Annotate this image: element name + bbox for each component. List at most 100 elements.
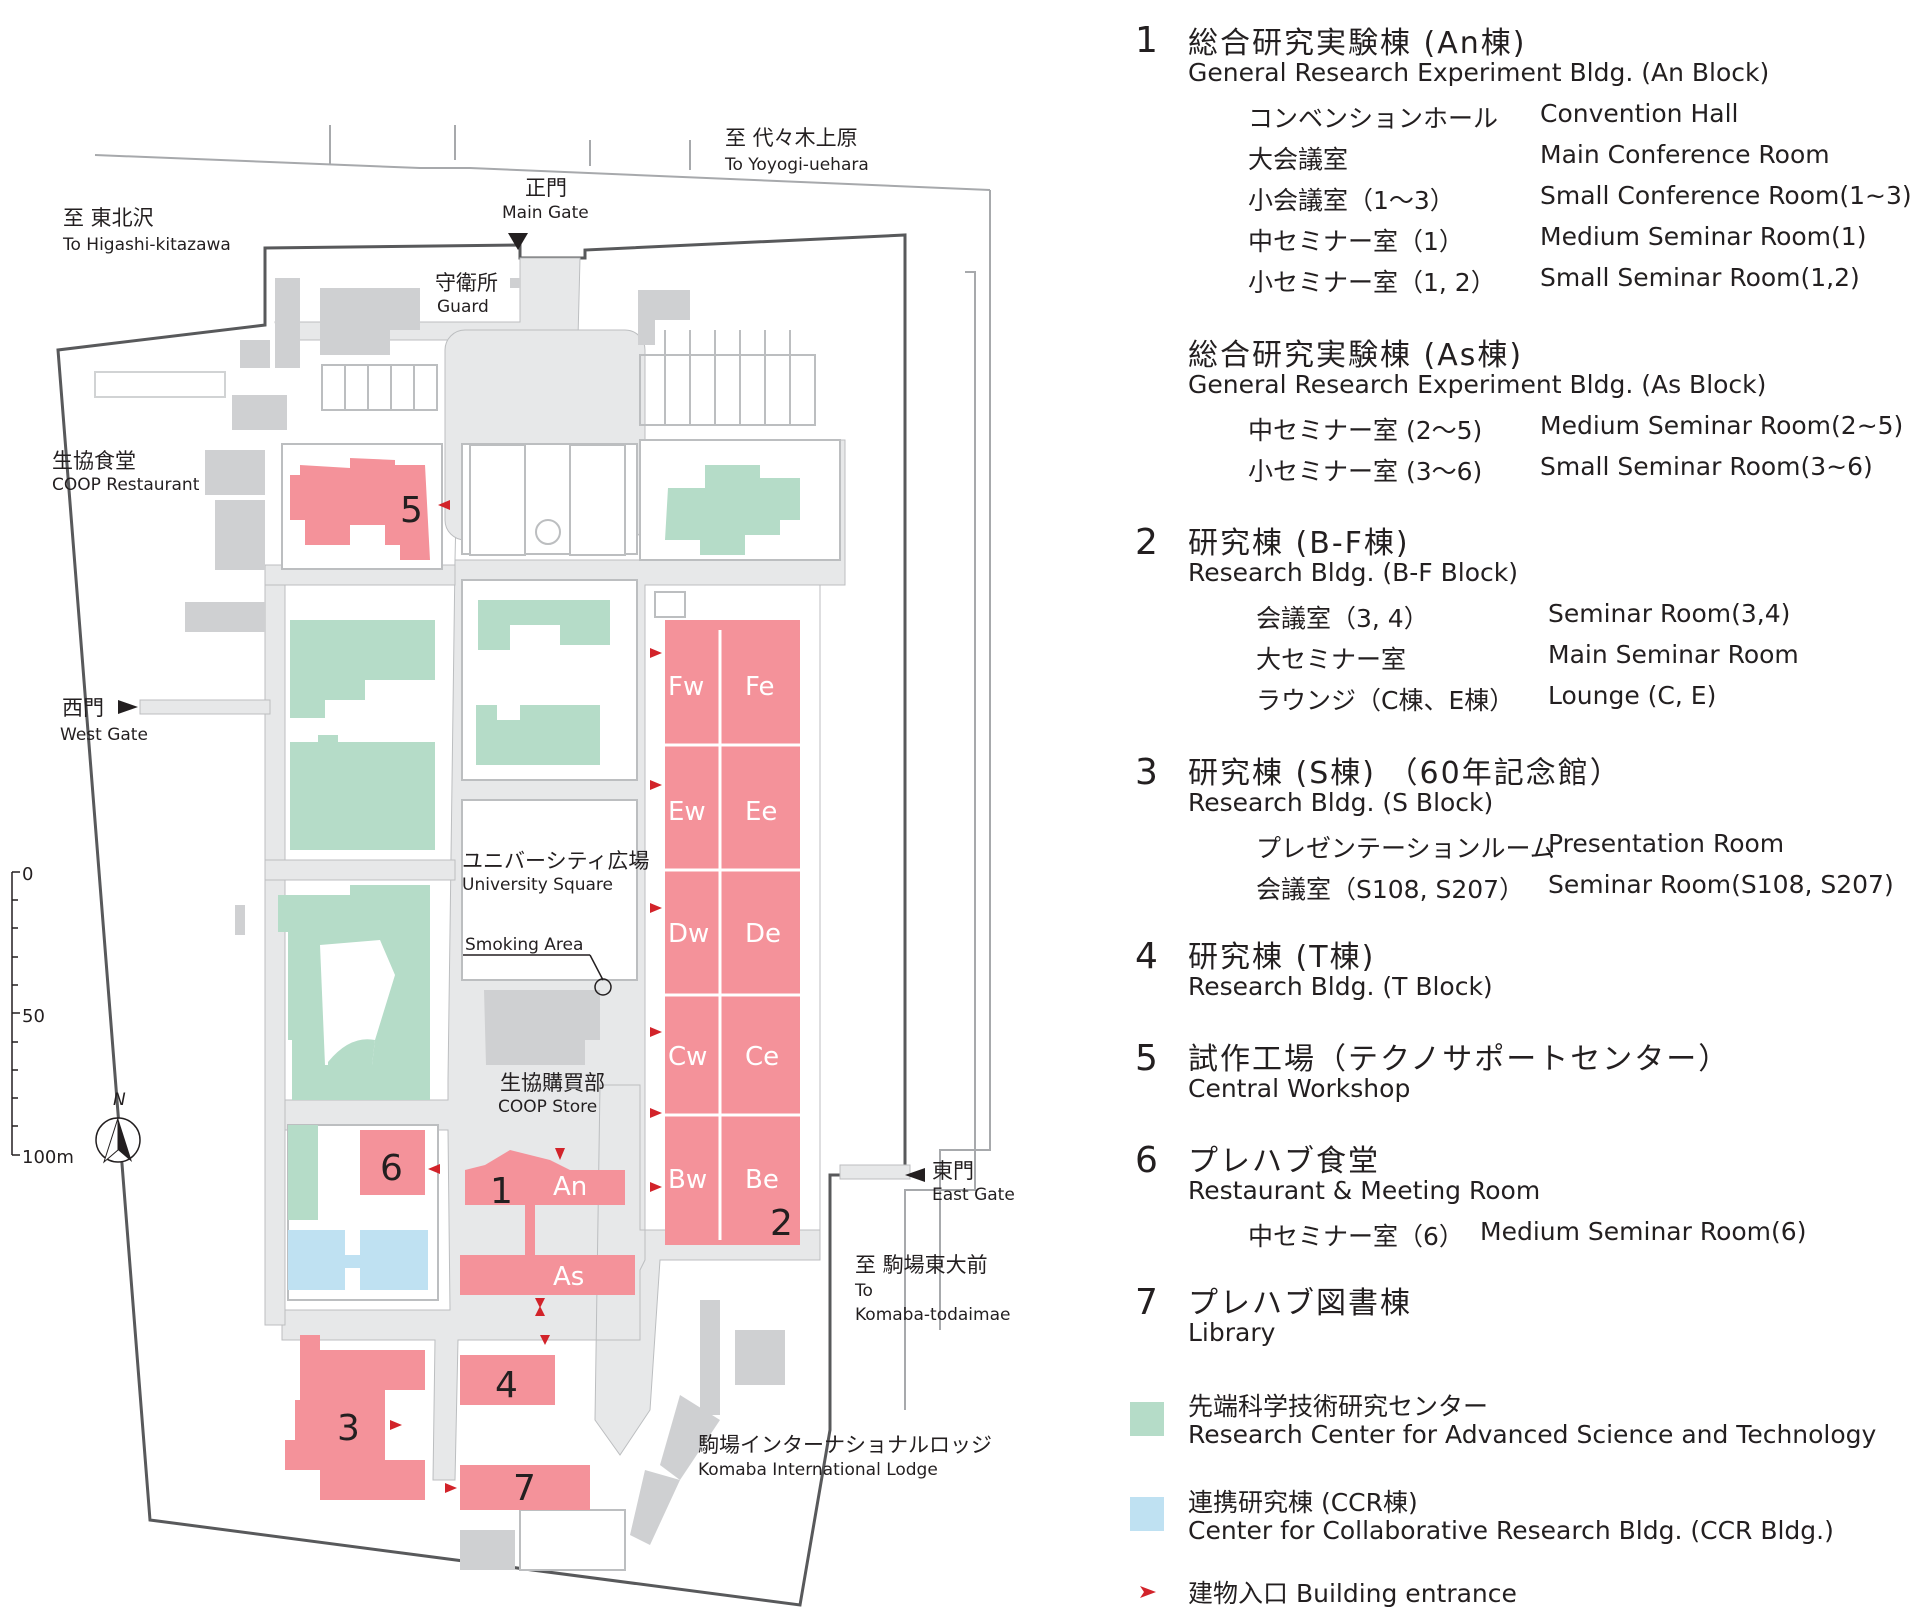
outer-streets (94, 125, 991, 1410)
place-labels: 至 代々木上原 To Yoyogi-uehara 至 東北沢 To Higash… (52, 126, 1015, 1480)
legend-room-j: コンベンションホール (1248, 104, 1499, 133)
to-yoyogi-e: To Yoyogi-uehara (724, 155, 869, 175)
legend-title-j-4: 研究棟 (T棟) (1188, 940, 1376, 975)
lodge-e: Komaba International Lodge (698, 1460, 938, 1480)
legend: 1 総合研究実験棟 (An棟) General Research Experim… (1120, 0, 1920, 1612)
ccr-building (288, 1230, 428, 1290)
legend-room-j: 中セミナー室（6） (1248, 1222, 1464, 1251)
label-ce: Ce (745, 1042, 779, 1072)
legend-title-j-2: 研究棟 (B-F棟) (1188, 526, 1410, 561)
label-cw: Cw (668, 1042, 707, 1072)
ccr-label-j: 連携研究棟 (CCR棟) (1188, 1488, 1418, 1517)
legend-room-j: 大セミナー室 (1256, 645, 1407, 674)
label-be: Be (745, 1165, 779, 1195)
coop-rest-j: 生協食堂 (52, 449, 136, 473)
legend-title-e-3: Research Bldg. (S Block) (1188, 788, 1494, 817)
west-gate-e: West Gate (60, 725, 148, 745)
legend-num-6: 6 (1135, 1140, 1158, 1181)
east-gate-j: 東門 (932, 1159, 974, 1183)
legend-title-e-as: General Research Experiment Bldg. (As Bl… (1188, 370, 1767, 399)
coop-store-j: 生協購買部 (500, 1071, 605, 1095)
guard-e: Guard (437, 297, 489, 317)
label-b6: 6 (380, 1148, 403, 1189)
legend-title-j-7: プレハブ図書棟 (1188, 1286, 1412, 1321)
coop-rest-e: COOP Restaurant (52, 475, 200, 495)
legend-title-e-2: Research Bldg. (B-F Block) (1188, 558, 1518, 587)
legend-title-j-3: 研究棟 (S棟) （60年記念館） (1188, 756, 1622, 791)
to-higashi-e: To Higashi-kitazawa (62, 235, 231, 255)
entrance-label: 建物入口 Building entrance (1188, 1579, 1517, 1608)
legend-title-e-7: Library (1188, 1318, 1276, 1347)
legend-title-j-5: 試作工場（テクノサポートセンター） (1188, 1042, 1731, 1077)
legend-room-e: Small Seminar Room(1,2) (1540, 263, 1860, 292)
legend-room-e: Main Seminar Room (1548, 640, 1799, 669)
legend-num-3: 3 (1135, 752, 1158, 793)
scale-0: 0 (22, 864, 33, 885)
legend-room-e: Small Conference Room(1~3) (1540, 181, 1912, 210)
east-gate-e: East Gate (932, 1185, 1015, 1205)
legend-num-1: 1 (1135, 20, 1158, 61)
main-gate-e: Main Gate (502, 203, 589, 223)
other-buildings (185, 278, 785, 1570)
scale-bar (11, 871, 20, 1156)
parking-lots (94, 330, 816, 426)
legend-room-j: プレゼンテーションルーム (1256, 834, 1555, 863)
label-b5: 5 (400, 490, 423, 531)
legend-room-j: 中セミナー室 (2〜5) (1248, 416, 1483, 445)
to-komaba-j: 至 駒場東大前 (855, 1253, 988, 1277)
legend-room-j: 会議室（S108, S207） (1256, 875, 1525, 904)
label-dw: Dw (668, 919, 709, 949)
north-label: N (113, 1090, 126, 1110)
building-labels: 1 2 3 4 5 6 7 (337, 490, 793, 1509)
legend-num-4: 4 (1135, 936, 1158, 977)
smoking-area: Smoking Area (465, 935, 583, 955)
label-as: As (553, 1262, 584, 1292)
ccr-swatch (1130, 1497, 1164, 1531)
legend-room-e: Seminar Room(3,4) (1548, 599, 1791, 628)
label-fw: Fw (668, 672, 704, 702)
ccr-label-e: Center for Collaborative Research Bldg. … (1188, 1516, 1834, 1545)
rcast-label-e: Research Center for Advanced Science and… (1188, 1420, 1877, 1449)
legend-room-e: Medium Seminar Room(6) (1480, 1217, 1807, 1246)
gate-markers (118, 233, 925, 1182)
to-komaba-e2: Komaba-todaimae (855, 1305, 1010, 1325)
univ-sq-e: University Square (462, 875, 613, 895)
north-arrow-icon (95, 1117, 141, 1164)
legend-room-e: Medium Seminar Room(2~5) (1540, 411, 1904, 440)
univ-sq-j: ユニバーシティ広場 (462, 849, 649, 873)
entrance-arrows (390, 500, 662, 1493)
legend-room-e: Main Conference Room (1540, 140, 1830, 169)
label-b1: 1 (490, 1171, 513, 1212)
legend-title-e-5: Central Workshop (1188, 1074, 1411, 1103)
rcast-swatch (1130, 1402, 1164, 1436)
label-b3: 3 (337, 1408, 360, 1449)
legend-room-e: Seminar Room(S108, S207) (1548, 870, 1894, 899)
smoking-marker (463, 954, 612, 996)
legend-room-j: 会議室（3, 4） (1256, 604, 1429, 633)
scale-50: 50 (22, 1006, 45, 1027)
campus-map: 1 2 3 4 5 6 7 An As Fw Fe Ew Ee Dw De Cw… (11, 125, 1015, 1607)
label-ee: Ee (745, 797, 777, 827)
guard-j: 守衛所 (435, 271, 498, 295)
legend-title-e-6: Restaurant & Meeting Room (1188, 1176, 1541, 1205)
legend-num-7: 7 (1135, 1282, 1158, 1323)
label-fe: Fe (745, 672, 775, 702)
lodge-j: 駒場インターナショナルロッジ (698, 1433, 992, 1457)
legend-room-j: 大会議室 (1248, 145, 1349, 174)
legend-title-e-1: General Research Experiment Bldg. (An Bl… (1188, 58, 1770, 87)
legend-title-j-1: 総合研究実験棟 (An棟) (1188, 26, 1527, 61)
entrance-arrow-icon (1140, 1586, 1156, 1598)
legend-room-e: Lounge (C, E) (1548, 681, 1717, 710)
rcast-courtyard (320, 940, 395, 1065)
legend-room-j: 中セミナー室（1） (1248, 227, 1464, 256)
legend-title-j-as: 総合研究実験棟 (As棟) (1188, 338, 1524, 373)
label-an: An (553, 1172, 587, 1202)
west-gate-j: 西門 (62, 696, 104, 720)
to-higashi-j: 至 東北沢 (63, 206, 154, 230)
to-yoyogi-j: 至 代々木上原 (725, 126, 858, 150)
to-komaba-e1: To (854, 1281, 873, 1301)
label-ew: Ew (668, 797, 706, 827)
legend-num-5: 5 (1135, 1038, 1158, 1079)
label-b2: 2 (770, 1203, 793, 1244)
legend-room-e: Convention Hall (1540, 99, 1739, 128)
